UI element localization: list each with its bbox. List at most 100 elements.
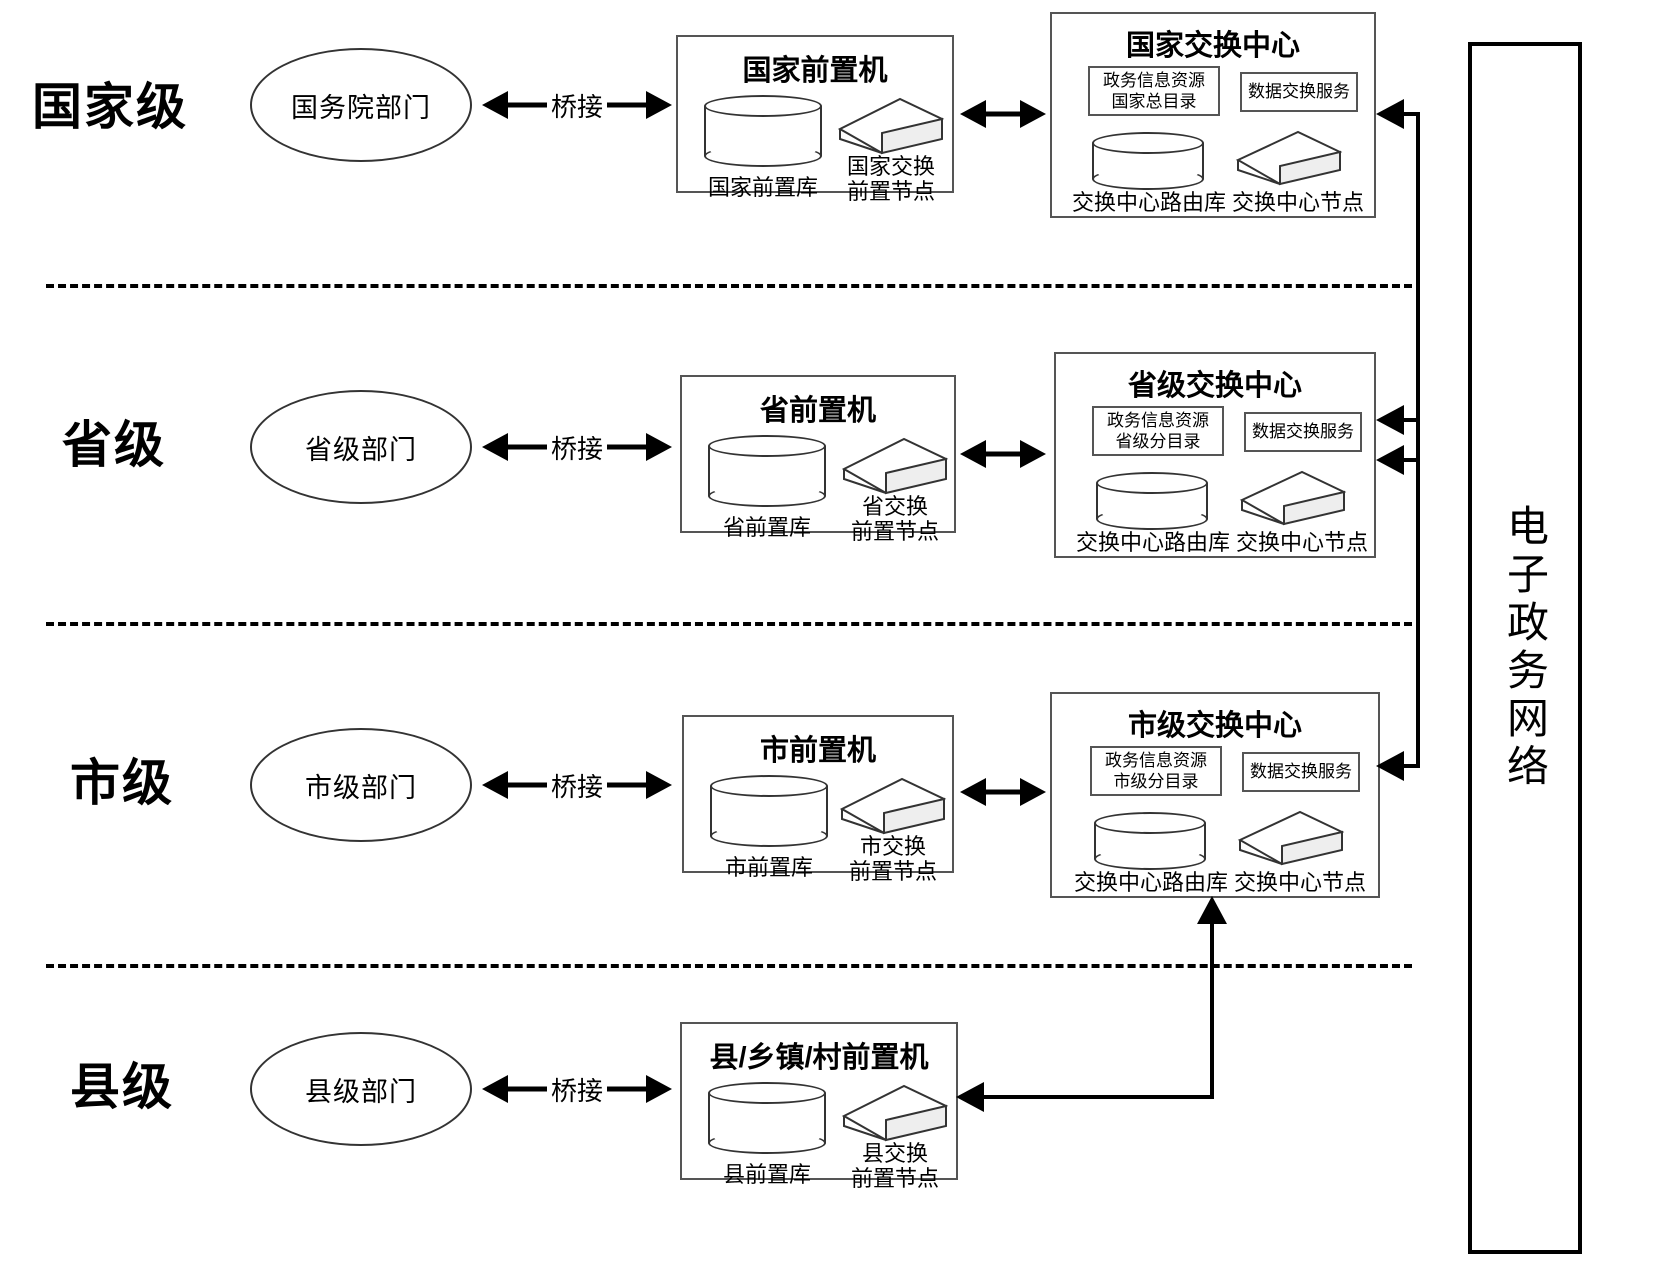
exchange-node-slab-icon (838, 771, 948, 841)
front-machine-title-county: 县/乡镇/村前置机 (709, 1042, 929, 1074)
department-label-county: 县级部门 (305, 1076, 417, 1107)
service-box-province[interactable]: 数据交换服务 (1244, 412, 1362, 452)
link-arrow-province (960, 440, 1046, 468)
arrowhead-left-icon (1376, 405, 1404, 435)
node-label-line1: 县交换 (861, 1141, 928, 1166)
link-connector-national (960, 94, 1046, 134)
exchange-center-node-slab-icon (1236, 804, 1348, 872)
arrowhead-left-icon (960, 778, 986, 806)
database-cylinder-icon (704, 95, 822, 167)
catalog-line2: 市级分目录 (1113, 772, 1199, 791)
node-label-line2: 前置节点 (850, 1165, 939, 1191)
catalog-line1: 政务信息资源 (1103, 70, 1205, 90)
exchange-center-node-slab-icon (1234, 124, 1346, 192)
link-connector-province (960, 434, 1046, 474)
service-label: 数据交换服务 (1252, 422, 1354, 442)
node-label-line2: 前置节点 (848, 858, 937, 884)
front-machine-title-province: 省前置机 (759, 395, 876, 427)
catalog-line1: 政务信息资源 (1107, 410, 1209, 430)
route-database-cylinder-icon (1094, 812, 1206, 870)
arrowhead-right-icon (646, 91, 673, 119)
link-arrow-city (960, 778, 1046, 806)
level-label-city: 市级 (70, 755, 174, 811)
department-ellipse-city[interactable]: 市级部门 (250, 728, 472, 842)
catalog-line2: 省级分目录 (1115, 432, 1201, 451)
node-label-line1: 省交换 (861, 494, 928, 519)
county-uplink-vertical (1210, 924, 1214, 1097)
arrowhead-right-icon (646, 433, 673, 461)
catalog-line2: 国家总目录 (1111, 92, 1197, 111)
network-bus-city-segment (1416, 458, 1420, 766)
exchange-center-box-city[interactable]: 市级交换中心 政务信息资源 市级分目录 数据交换服务 交换中心路由库 交换中心节… (1050, 692, 1380, 898)
database-cylinder-icon (710, 775, 828, 847)
arrowhead-right-icon (1020, 440, 1046, 468)
front-machine-box-county[interactable]: 县/乡镇/村前置机 县前置库 县交换 前置节点 (680, 1022, 958, 1190)
exchange-node-label-city: 交换中心节点 (1233, 870, 1366, 895)
arrowhead-right-icon (1020, 778, 1046, 806)
front-machine-node-label-province: 省交换 前置节点 (832, 494, 958, 544)
network-arrow-province-horizontal (1404, 418, 1420, 422)
node-label-line2: 前置节点 (850, 518, 939, 544)
department-ellipse-national[interactable]: 国务院部门 (250, 48, 472, 162)
bridge-arrow-right-city (607, 771, 673, 799)
exchange-center-box-province[interactable]: 省级交换中心 政务信息资源 省级分目录 数据交换服务 交换中心路由库 交换中心节… (1054, 352, 1376, 558)
route-database-cylinder-icon (1092, 132, 1204, 190)
exchange-center-title-national: 国家交换中心 (1125, 30, 1300, 62)
bridge-label-city: 桥接 (551, 771, 604, 802)
bridge-arrow-right-province (607, 433, 673, 461)
arrowhead-left-icon (1376, 751, 1404, 781)
arrowhead-left-icon (960, 100, 986, 128)
department-label-national: 国务院部门 (291, 92, 431, 123)
catalog-box-province[interactable]: 政务信息资源 省级分目录 (1092, 406, 1224, 456)
front-machine-db-label-province: 省前置库 (722, 515, 811, 540)
front-machine-box-city[interactable]: 市前置机 市前置库 市交换 前置节点 (682, 715, 954, 883)
level-label-province: 省级 (62, 417, 166, 473)
exchange-center-node-slab-icon (1238, 464, 1350, 532)
level-label-county: 县级 (70, 1059, 174, 1115)
arrowhead-left-icon (1376, 99, 1404, 129)
link-arrow-national (960, 100, 1046, 128)
divider-national-province (46, 284, 1412, 288)
link-connector-city (960, 772, 1046, 812)
bridge-arrow-left-county (482, 1075, 547, 1103)
exchange-center-box-national[interactable]: 国家交换中心 政务信息资源 国家总目录 数据交换服务 交换中心路由库 交换中心节… (1050, 12, 1376, 218)
arrowhead-left-icon (482, 91, 508, 119)
bridge-arrow-right-county (607, 1075, 673, 1103)
network-bus-national-segment (1416, 112, 1420, 472)
exchange-node-label-province: 交换中心节点 (1235, 530, 1368, 555)
route-db-label-province: 交换中心路由库 (1075, 530, 1230, 555)
network-arrow-province-lower-horizontal (1404, 458, 1420, 462)
route-db-label-national: 交换中心路由库 (1071, 190, 1226, 215)
service-box-national[interactable]: 数据交换服务 (1240, 72, 1358, 112)
front-machine-title-national: 国家前置机 (742, 55, 888, 87)
arrowhead-left-icon (956, 1082, 984, 1112)
front-machine-box-province[interactable]: 省前置机 省前置库 省交换 前置节点 (680, 375, 956, 543)
department-ellipse-county[interactable]: 县级部门 (250, 1032, 472, 1146)
county-uplink-horizontal (960, 1095, 1214, 1099)
egov-network-label: 电子政务网络 (1501, 504, 1549, 792)
database-cylinder-icon (708, 435, 826, 507)
bridge-connector-province: 桥接 (482, 427, 673, 467)
egov-network-box[interactable]: 电子政务网络 (1468, 42, 1582, 1254)
front-machine-node-label-county: 县交换 前置节点 (832, 1141, 958, 1191)
department-ellipse-province[interactable]: 省级部门 (250, 390, 472, 504)
front-machine-node-label-city: 市交换 前置节点 (830, 834, 956, 884)
service-box-city[interactable]: 数据交换服务 (1242, 752, 1360, 792)
bridge-connector-city: 桥接 (482, 765, 673, 805)
arrowhead-left-icon (482, 433, 508, 461)
catalog-box-national[interactable]: 政务信息资源 国家总目录 (1088, 66, 1220, 116)
catalog-box-city[interactable]: 政务信息资源 市级分目录 (1090, 746, 1222, 796)
bridge-arrow-left-city (482, 771, 547, 799)
front-machine-box-national[interactable]: 国家前置机 国家前置库 国家交换 前置节点 (676, 35, 954, 203)
arrowhead-left-icon (482, 771, 508, 799)
bridge-connector-national: 桥接 (482, 85, 673, 125)
arrowhead-left-icon (482, 1075, 508, 1103)
divider-province-city (46, 622, 1412, 626)
arrowhead-right-icon (646, 1075, 673, 1103)
bridge-label-province: 桥接 (551, 433, 604, 464)
route-database-cylinder-icon (1096, 472, 1208, 530)
exchange-node-label-national: 交换中心节点 (1231, 190, 1364, 215)
exchange-node-slab-icon (836, 91, 946, 161)
front-machine-db-label-national: 国家前置库 (707, 175, 818, 200)
network-arrow-national-horizontal (1404, 112, 1420, 116)
